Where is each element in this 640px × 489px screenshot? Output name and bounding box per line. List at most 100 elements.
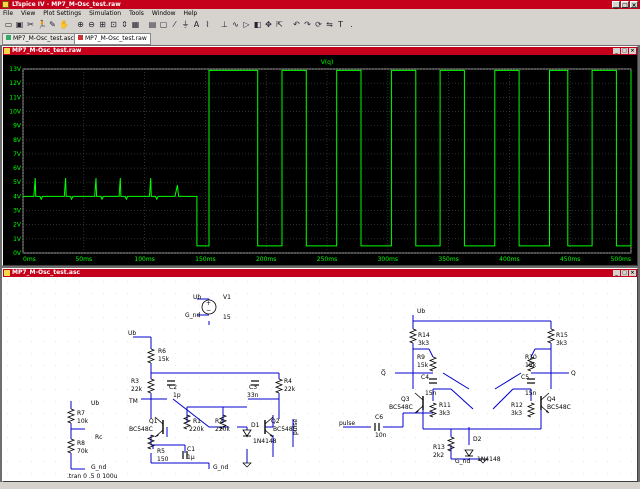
- menu-window[interactable]: Window: [151, 10, 176, 17]
- hand-icon[interactable]: ✋: [59, 20, 69, 29]
- resistor-r7[interactable]: [66, 408, 76, 424]
- resistor-r5[interactable]: [146, 434, 156, 450]
- y-tick-label: 12V: [9, 80, 22, 87]
- resistor-r11[interactable]: [428, 402, 438, 418]
- transistor-q4[interactable]: [540, 392, 550, 414]
- y-tick-label: 0V: [13, 250, 22, 257]
- schematic-label-r11: R11: [439, 402, 451, 409]
- capacitor-c4[interactable]: [429, 378, 437, 384]
- menu-tools[interactable]: Tools: [129, 10, 144, 17]
- transistor-q2[interactable]: [264, 416, 274, 438]
- open-icon[interactable]: ▭: [4, 20, 13, 29]
- schematic-label-c4: C4: [421, 374, 429, 381]
- y-tick-label: 5V: [13, 179, 22, 186]
- run-icon[interactable]: 🏃: [37, 20, 47, 29]
- transistor-q1[interactable]: [154, 416, 164, 438]
- resistor-r15[interactable]: [546, 328, 556, 344]
- schematic-label-c2: C2: [169, 384, 177, 391]
- diode-d2[interactable]: [464, 449, 474, 457]
- resistor-r8[interactable]: [66, 438, 76, 454]
- cascade-icon[interactable]: ▤: [148, 20, 157, 29]
- resistor-r2[interactable]: [218, 414, 228, 430]
- spice-directive[interactable]: .tran 0 .5 0 100u: [67, 473, 118, 480]
- resistor-r12[interactable]: [526, 402, 536, 418]
- label-icon[interactable]: A: [193, 20, 200, 29]
- voltage-source-v1[interactable]: +−: [201, 299, 217, 315]
- waveform-minimize-button[interactable]: _: [613, 48, 620, 54]
- move-icon[interactable]: ✥: [265, 20, 272, 29]
- diode-icon[interactable]: ▷: [243, 20, 250, 29]
- capacitor-icon[interactable]: ⊥: [221, 20, 228, 29]
- schematic-label-c6v: 10n: [375, 432, 387, 439]
- undo-icon[interactable]: ↶: [293, 20, 300, 29]
- status-bar: [0, 482, 640, 489]
- schematic-label-v1val: 15: [223, 314, 231, 321]
- minimize-button[interactable]: _: [612, 1, 620, 9]
- trace-vq[interactable]: [23, 69, 632, 247]
- schematic-label-c6: C6: [375, 414, 383, 421]
- tile-icon[interactable]: ▦: [131, 20, 140, 29]
- menu-view[interactable]: View: [21, 10, 36, 17]
- drag-icon[interactable]: ⇱: [276, 20, 283, 29]
- probe-icon[interactable]: ✎: [49, 20, 56, 29]
- tab-waveform[interactable]: MP7_M-Osc_test.raw: [74, 33, 151, 45]
- window-icon[interactable]: ▢: [159, 20, 168, 29]
- capacitor-c3[interactable]: [251, 380, 259, 386]
- schematic-label-r15: R15: [556, 332, 568, 339]
- resistor-r3[interactable]: [146, 378, 156, 394]
- capacitor-c2[interactable]: [167, 380, 175, 386]
- wire-icon[interactable]: ⁄: [173, 20, 176, 29]
- resistor-r14[interactable]: [408, 328, 418, 344]
- spice-icon[interactable]: .: [350, 20, 353, 29]
- resistor-r9[interactable]: [428, 356, 438, 372]
- resistor-r6[interactable]: [146, 348, 156, 364]
- trace-legend-label[interactable]: V(q): [321, 59, 334, 66]
- close-button[interactable]: ×: [630, 1, 638, 9]
- plot-background: [3, 55, 637, 265]
- schematic-minimize-button[interactable]: _: [613, 270, 620, 276]
- mirror-icon[interactable]: ⇋: [326, 20, 333, 29]
- menu-file[interactable]: File: [3, 10, 14, 17]
- waveform-close-button[interactable]: ×: [629, 48, 636, 54]
- zoom-in-icon[interactable]: ⊕: [77, 20, 84, 29]
- schematic-label-c3: C3: [249, 384, 257, 391]
- menu-simulation[interactable]: Simulation: [89, 10, 122, 17]
- document-tabs: MP7_M-Osc_test.asc MP7_M-Osc_test.raw: [0, 32, 640, 45]
- resistor-icon[interactable]: ⌇: [205, 20, 210, 29]
- transistor-q3[interactable]: [414, 392, 424, 414]
- resistor-r10[interactable]: [526, 356, 536, 372]
- schematic-canvas[interactable]: +−UbG_ndV115UbR615kR322kR422kTMC21pC333n…: [3, 277, 637, 481]
- redo-icon[interactable]: ↷: [304, 20, 311, 29]
- schematic-maximize-button[interactable]: □: [621, 270, 628, 276]
- autorange-icon[interactable]: ⇕: [121, 20, 128, 29]
- app-title: LTspice IV - MP7_M-Osc_test.raw: [12, 1, 121, 8]
- zoom-out-icon[interactable]: ⊖: [88, 20, 95, 29]
- capacitor-c6[interactable]: [374, 423, 380, 431]
- cut-icon[interactable]: ✂: [27, 20, 34, 29]
- resistor-r4[interactable]: [274, 378, 284, 394]
- schematic-close-button[interactable]: ×: [629, 270, 636, 276]
- waveform-maximize-button[interactable]: □: [621, 48, 628, 54]
- diode-d1[interactable]: [242, 429, 252, 437]
- resistor-r13[interactable]: [446, 436, 456, 452]
- maximize-button[interactable]: □: [621, 1, 629, 9]
- zoom-fit-icon[interactable]: ⊡: [110, 20, 117, 29]
- zoom-area-icon[interactable]: ⊞: [99, 20, 106, 29]
- save-icon[interactable]: ▣: [15, 20, 24, 29]
- schematic-label-r12: R12: [511, 402, 523, 409]
- capacitor-c1[interactable]: [182, 451, 188, 459]
- capacitor-c5[interactable]: [527, 378, 535, 384]
- resistor-r1[interactable]: [182, 414, 192, 430]
- x-tick-label: 100ms: [134, 256, 154, 263]
- menu-help[interactable]: Help: [183, 10, 198, 17]
- text-icon[interactable]: T: [338, 20, 343, 29]
- menu-plot-settings[interactable]: Plot Settings: [43, 10, 82, 17]
- tab-schematic[interactable]: MP7_M-Osc_test.asc: [2, 33, 78, 45]
- inductor-icon[interactable]: ∿: [232, 20, 239, 29]
- component-icon[interactable]: ◧: [253, 20, 262, 29]
- schematic-label-gnd4: G_nd: [455, 458, 470, 465]
- ground-icon[interactable]: ⏚: [181, 20, 190, 29]
- rotate-icon[interactable]: ⟳: [315, 20, 322, 29]
